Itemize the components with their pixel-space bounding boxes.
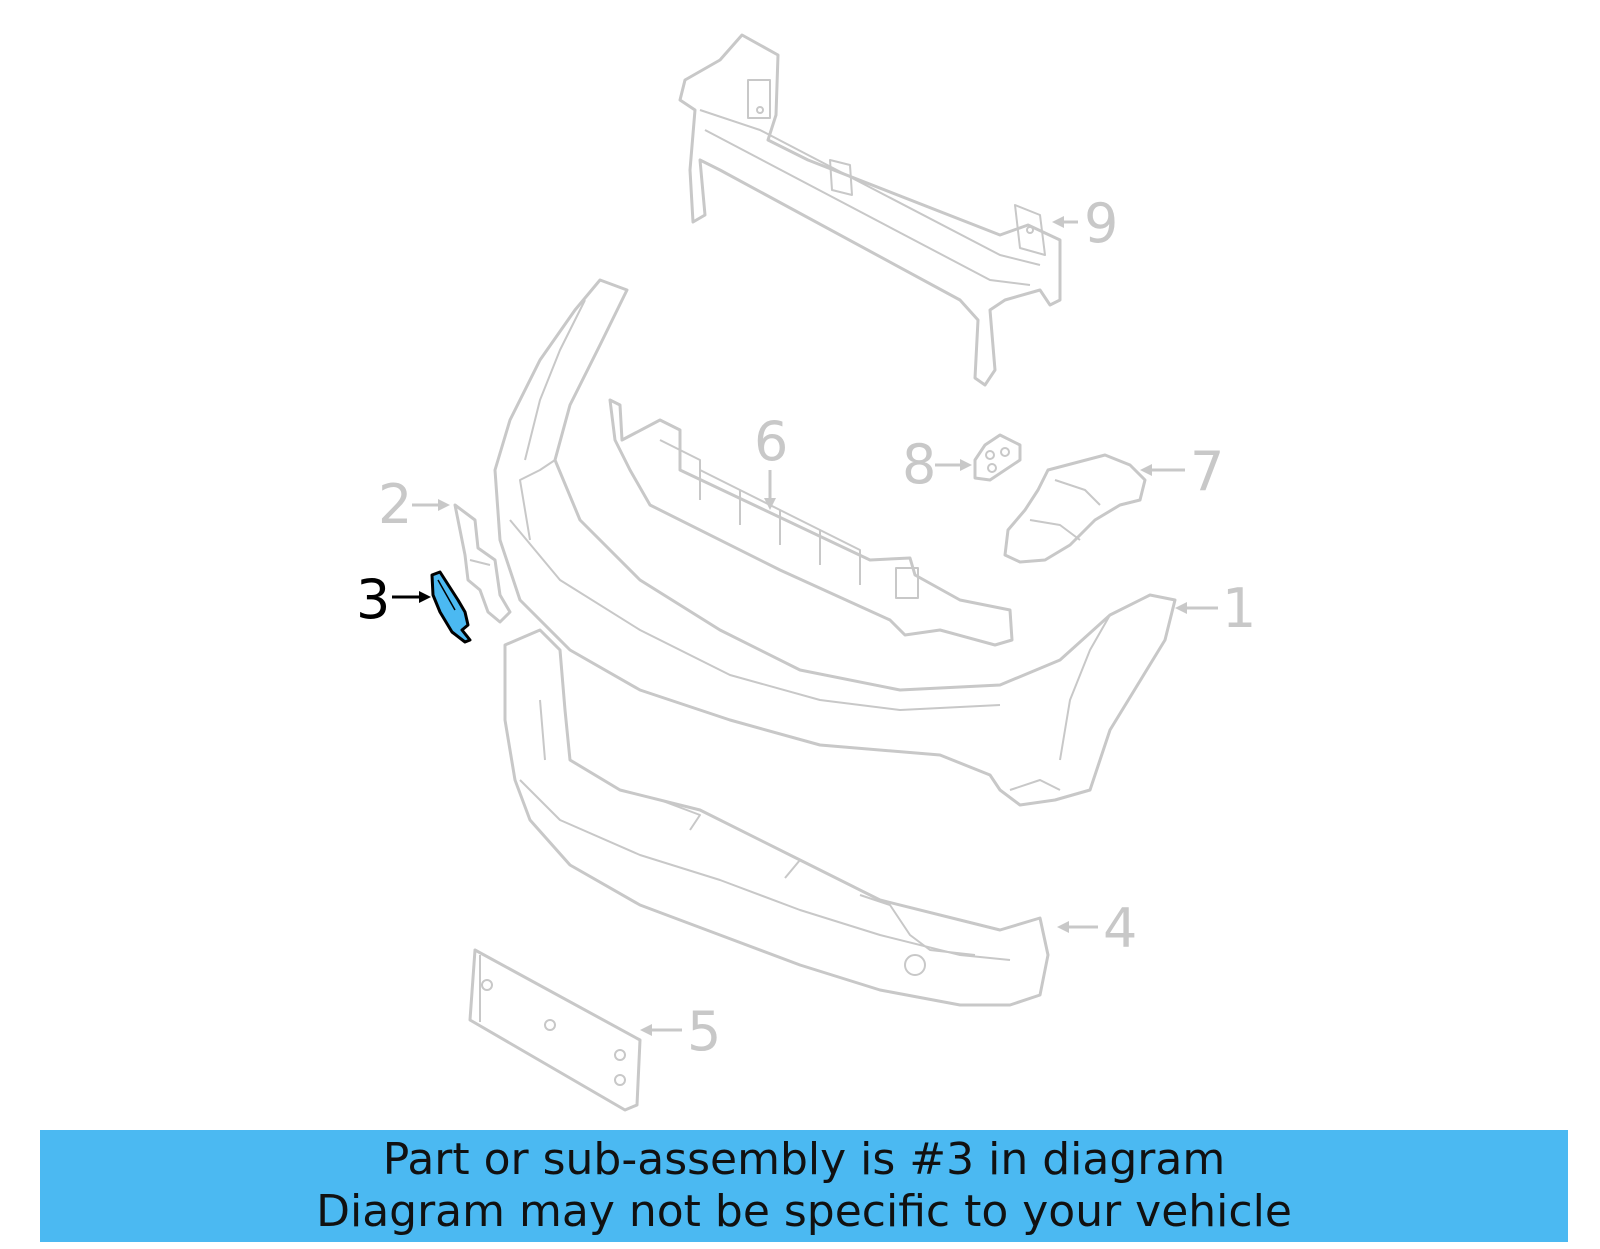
part-3-highlighted-bracket bbox=[430, 570, 472, 644]
part-9-reinforcement-beam bbox=[678, 33, 1062, 387]
part-7-side-bracket bbox=[1003, 453, 1147, 564]
callout-2: 2 bbox=[378, 473, 412, 536]
callout-4: 4 bbox=[1103, 897, 1137, 960]
part-8-bracket bbox=[973, 433, 1022, 482]
leader-lines bbox=[392, 216, 1218, 1036]
part-4-lower-valance bbox=[503, 628, 1050, 1007]
banner-line-2: Diagram may not be specific to your vehi… bbox=[316, 1186, 1292, 1237]
callout-5: 5 bbox=[687, 1000, 721, 1063]
callout-6: 6 bbox=[754, 410, 788, 473]
part-6-energy-absorber bbox=[608, 398, 1014, 647]
banner-line-1: Part or sub-assembly is #3 in diagram bbox=[382, 1134, 1226, 1186]
callout-labels: 9 6 8 7 2 3 1 4 5 bbox=[356, 192, 1256, 1063]
callout-9: 9 bbox=[1084, 192, 1118, 255]
callout-8: 8 bbox=[902, 433, 936, 496]
part-1-bumper-cover bbox=[493, 278, 1177, 807]
callout-3: 3 bbox=[356, 568, 390, 631]
part-2-bracket bbox=[453, 503, 512, 624]
callout-1: 1 bbox=[1222, 577, 1256, 640]
info-banner: Part or sub-assembly is #3 in diagram Di… bbox=[40, 1130, 1568, 1242]
part-5-license-bracket bbox=[468, 948, 642, 1112]
callout-7: 7 bbox=[1190, 440, 1224, 503]
